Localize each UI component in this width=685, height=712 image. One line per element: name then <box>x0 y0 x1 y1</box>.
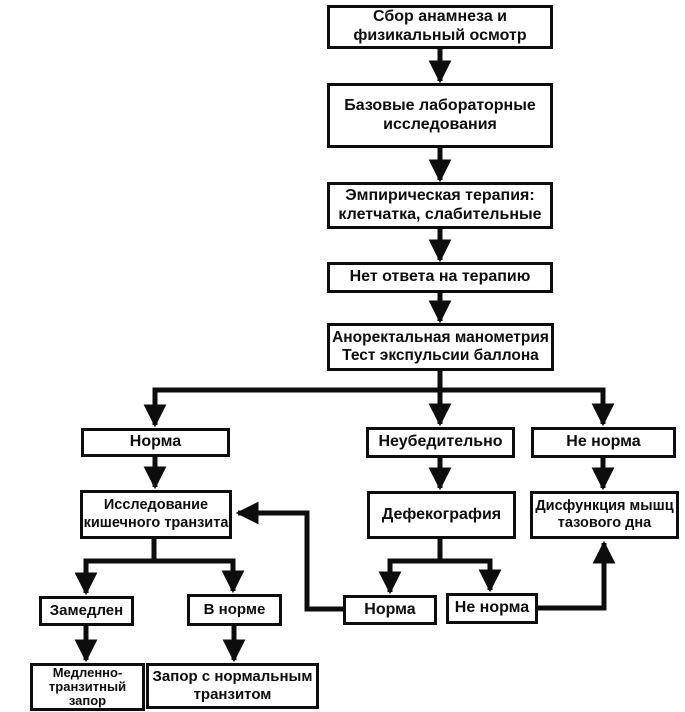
arrow-defabnormal-pelvic <box>538 540 616 611</box>
node-pelvic-floor-dysfunction: Дисфункция мышц тазового дна <box>530 491 679 539</box>
node-normal-transit-constipation: Запор с нормальным транзитом <box>146 663 319 709</box>
node-transit-study: Исследование кишечного транзита <box>80 490 232 539</box>
node-history: Сбор анамнеза и физикальный осмотр <box>327 5 553 49</box>
node-defecography: Дефекография <box>367 491 516 539</box>
node-slow-transit-constipation: Медленно- транзитный запор <box>30 663 145 711</box>
node-defecography-normal: Норма <box>343 595 437 625</box>
node-defecography-abnormal: Не норма <box>446 593 538 624</box>
stem-transit-split <box>83 539 236 564</box>
node-result-abnormal: Не норма <box>531 427 676 458</box>
node-result-normal: Норма <box>81 428 230 457</box>
node-transit-normal: В норме <box>187 594 282 626</box>
arrow-defnormal-transitstudy <box>235 501 343 612</box>
node-no-response: Нет ответа на терапию <box>327 262 553 293</box>
node-manometry: Аноректальная манометрия Тест экспульсии… <box>327 323 554 371</box>
node-transit-slowed: Замедлен <box>39 596 134 626</box>
node-empiric-therapy: Эмпирическая терапия: клетчатка, слабите… <box>327 182 553 229</box>
node-labs: Базовые лабораторные исследования <box>327 83 553 148</box>
stem-defecography-split <box>387 539 493 564</box>
node-result-inconclusive: Неубедительно <box>366 427 515 458</box>
